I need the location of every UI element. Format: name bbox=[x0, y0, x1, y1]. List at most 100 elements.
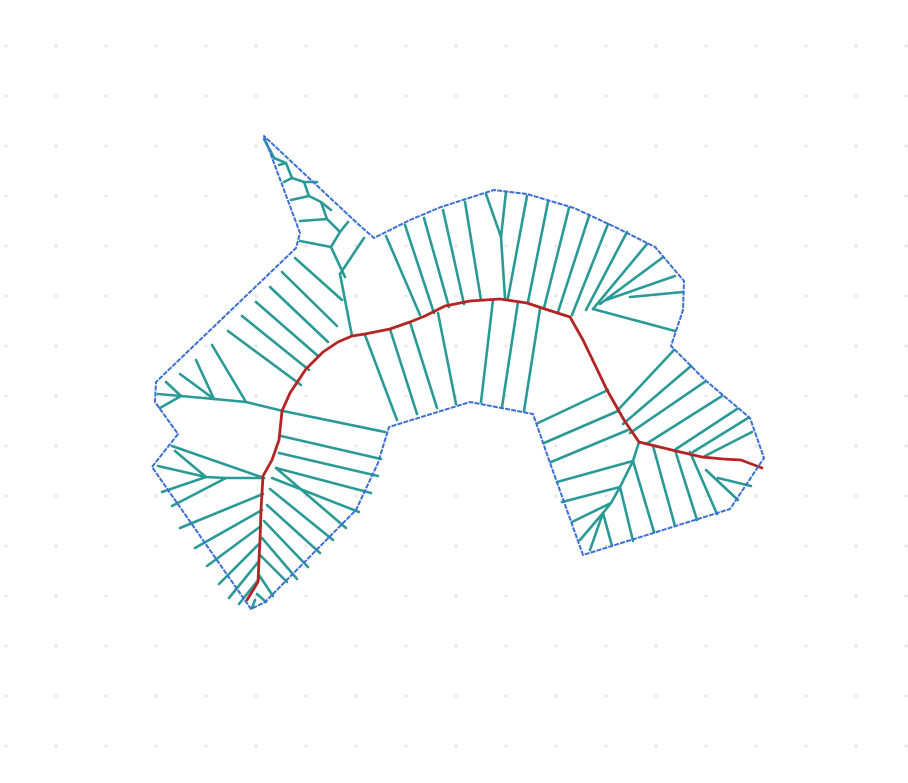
grid-dot bbox=[254, 344, 258, 348]
grid-dot bbox=[354, 494, 358, 498]
branch-line bbox=[570, 222, 610, 317]
grid-dot bbox=[504, 244, 508, 248]
branch-line bbox=[615, 348, 676, 413]
branch-line bbox=[403, 223, 436, 315]
branch-line bbox=[217, 541, 262, 586]
branch-line bbox=[522, 307, 542, 413]
branch-line bbox=[194, 358, 216, 401]
branch-line bbox=[542, 409, 620, 445]
branch-line bbox=[674, 407, 739, 451]
grid-dot bbox=[154, 544, 158, 548]
grid-dot bbox=[404, 344, 408, 348]
grid-dot bbox=[304, 44, 308, 48]
grid-dot bbox=[204, 344, 208, 348]
grid-dot bbox=[904, 294, 908, 298]
grid-dot bbox=[904, 94, 908, 98]
grid-dot bbox=[54, 94, 58, 98]
grid-dot bbox=[854, 244, 858, 248]
grid-dot bbox=[4, 744, 8, 748]
grid-dot bbox=[904, 744, 908, 748]
grid-dot bbox=[204, 144, 208, 148]
grid-dot bbox=[454, 544, 458, 548]
grid-dot bbox=[654, 344, 658, 348]
grid-dot bbox=[804, 744, 808, 748]
grid-dot bbox=[154, 294, 158, 298]
grid-dot bbox=[4, 294, 8, 298]
grid-dot bbox=[4, 494, 8, 498]
grid-dot bbox=[704, 194, 708, 198]
grid-dot bbox=[604, 144, 608, 148]
branch-line bbox=[205, 524, 263, 568]
branch-line bbox=[463, 200, 483, 302]
branch-line bbox=[441, 208, 466, 306]
grid-dot bbox=[754, 744, 758, 748]
branch-line bbox=[628, 290, 685, 299]
grid-dot bbox=[904, 594, 908, 598]
shape-outline bbox=[151, 135, 765, 610]
grid-dot bbox=[654, 544, 658, 548]
grid-dot bbox=[504, 544, 508, 548]
grid-dot bbox=[654, 494, 658, 498]
branch-line bbox=[628, 379, 708, 435]
grid-dot bbox=[404, 744, 408, 748]
grid-dot bbox=[854, 494, 858, 498]
branch-line bbox=[588, 440, 641, 552]
grid-dot bbox=[804, 194, 808, 198]
branch-line bbox=[265, 503, 322, 555]
grid-dot bbox=[854, 294, 858, 298]
grid-dot bbox=[704, 544, 708, 548]
grid-dot bbox=[404, 294, 408, 298]
grid-dot bbox=[404, 644, 408, 648]
grid-dot bbox=[4, 94, 8, 98]
grid-dot bbox=[54, 544, 58, 548]
branch-line bbox=[703, 430, 754, 458]
grid-dot bbox=[304, 144, 308, 148]
grid-dot bbox=[204, 94, 208, 98]
branch-line bbox=[506, 194, 529, 300]
grid-dot bbox=[204, 194, 208, 198]
grid-dot bbox=[4, 344, 8, 348]
grid-dot bbox=[4, 694, 8, 698]
grid-dot bbox=[404, 494, 408, 498]
grid-dot bbox=[204, 644, 208, 648]
grid-dot bbox=[604, 744, 608, 748]
branch-line bbox=[555, 459, 635, 484]
branch-line bbox=[274, 466, 373, 495]
grid-dot bbox=[554, 344, 558, 348]
branch-line bbox=[484, 192, 507, 300]
branch-line bbox=[621, 364, 693, 426]
grid-dot bbox=[854, 144, 858, 148]
grid-dot bbox=[504, 344, 508, 348]
grid-dot bbox=[504, 494, 508, 498]
grid-dot bbox=[704, 144, 708, 148]
grid-dot bbox=[404, 144, 408, 148]
grid-dot bbox=[454, 694, 458, 698]
branch-line bbox=[479, 298, 495, 404]
grid-dot bbox=[454, 344, 458, 348]
branch-line bbox=[388, 327, 419, 416]
grid-dot bbox=[354, 694, 358, 698]
grid-dot bbox=[104, 694, 108, 698]
grid-dot bbox=[54, 744, 58, 748]
branch-line bbox=[170, 444, 266, 480]
grid-dot bbox=[804, 694, 808, 698]
grid-dot bbox=[854, 344, 858, 348]
grid-dot bbox=[754, 394, 758, 398]
branch-line bbox=[158, 394, 183, 410]
branch-line bbox=[598, 256, 664, 306]
grid-dot bbox=[404, 694, 408, 698]
grid-dot bbox=[104, 144, 108, 148]
grid-dot bbox=[554, 394, 558, 398]
branch-line bbox=[279, 434, 383, 461]
grid-dot bbox=[604, 444, 608, 448]
grid-dot bbox=[154, 144, 158, 148]
grid-dot bbox=[4, 144, 8, 148]
branch-line bbox=[298, 217, 329, 223]
grid-dot bbox=[204, 444, 208, 448]
grid-dot bbox=[704, 294, 708, 298]
grid-dot bbox=[754, 544, 758, 548]
branch-line bbox=[254, 300, 320, 358]
grid-dot bbox=[604, 94, 608, 98]
grid-dot bbox=[804, 444, 808, 448]
grid-dot bbox=[654, 644, 658, 648]
